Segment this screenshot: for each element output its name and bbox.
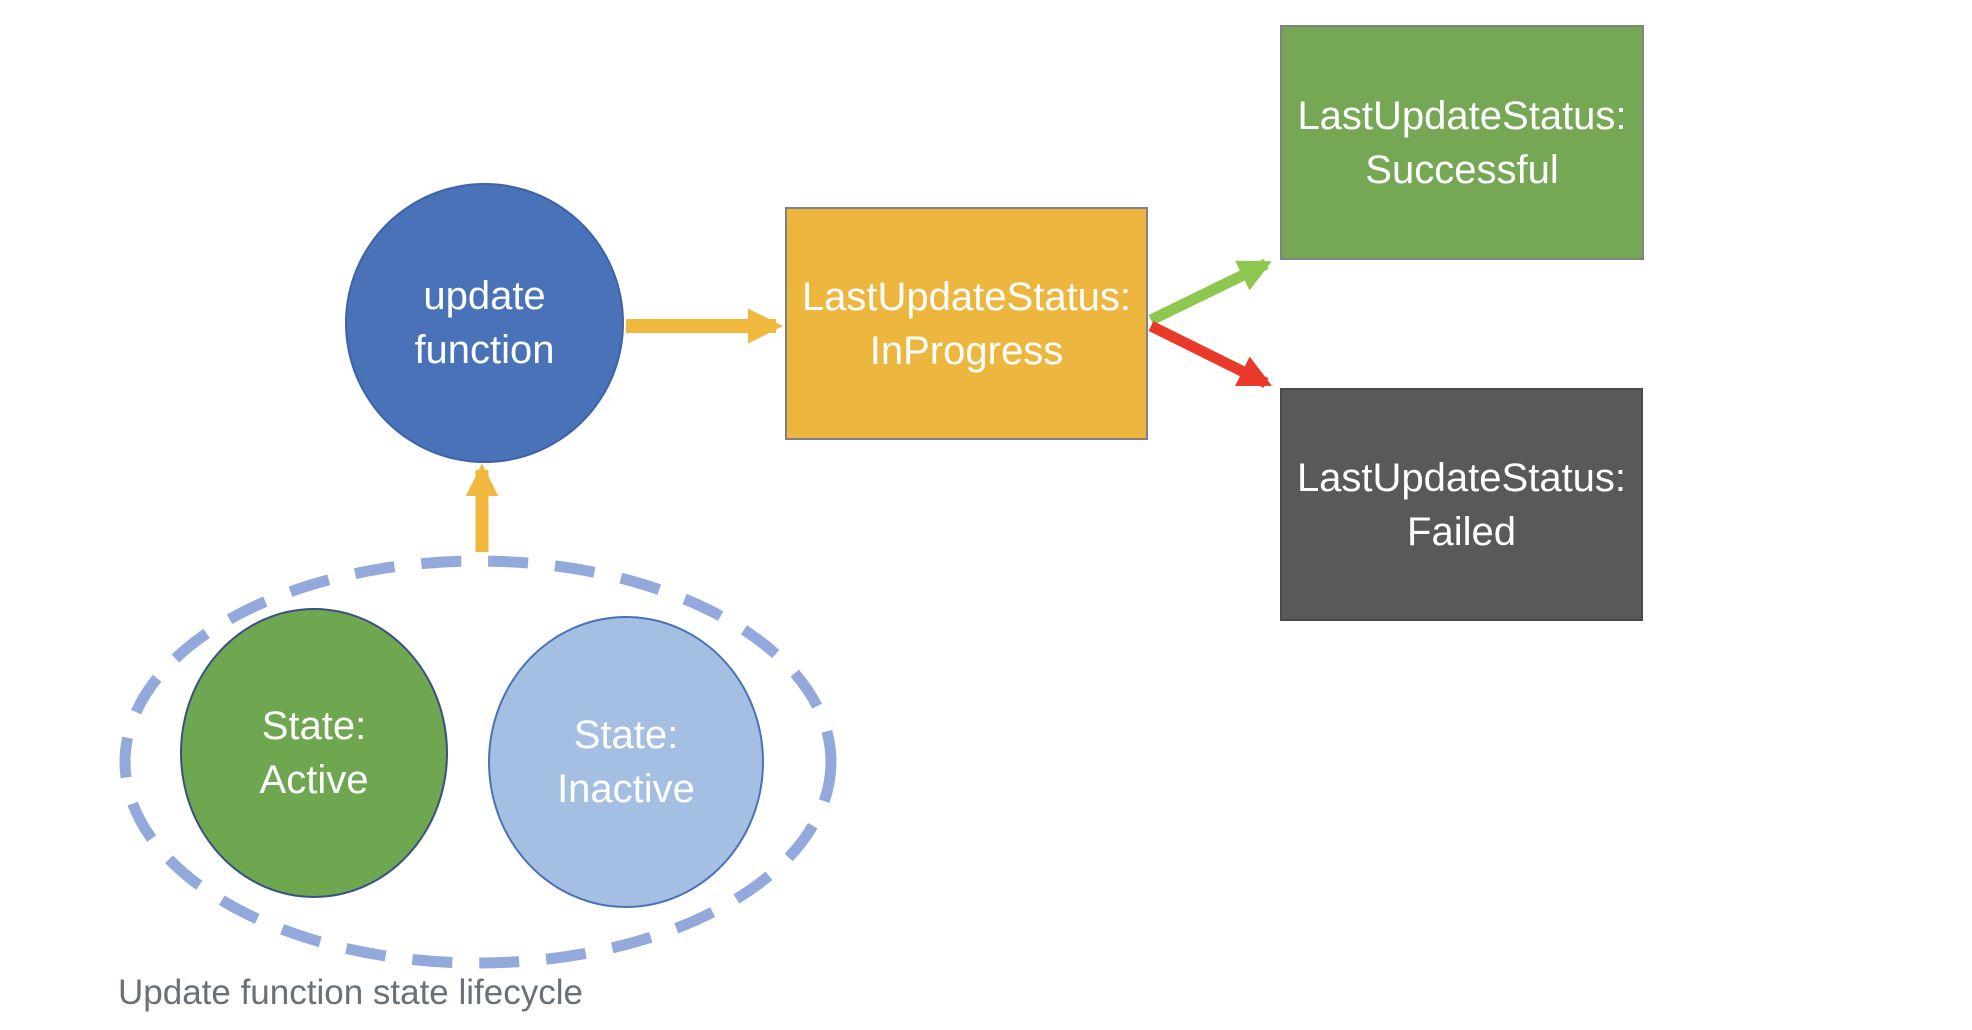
node-state-inactive-label-line2: Inactive bbox=[557, 767, 695, 811]
node-lastupdatestatus-inprogress: LastUpdateStatus: InProgress bbox=[785, 207, 1148, 440]
node-state-active: State: Active bbox=[180, 608, 448, 898]
node-lastupdatestatus-successful: LastUpdateStatus: Successful bbox=[1280, 25, 1644, 260]
node-failed-label-line2: Failed bbox=[1407, 509, 1516, 554]
node-successful-label-line2: Successful bbox=[1365, 147, 1559, 192]
node-update-function: update function bbox=[345, 183, 624, 463]
node-lastupdatestatus-failed: LastUpdateStatus: Failed bbox=[1280, 388, 1643, 621]
node-update-function-label-line1: update bbox=[423, 274, 546, 318]
arrow-inprogress-to-successful bbox=[1148, 259, 1272, 325]
node-inprogress-label-line1: LastUpdateStatus: bbox=[801, 274, 1132, 319]
node-state-inactive: State: Inactive bbox=[488, 616, 764, 908]
node-state-active-label-line2: Active bbox=[259, 758, 369, 802]
arrow-inprogress-to-failed bbox=[1148, 321, 1272, 388]
node-update-function-label-line2: function bbox=[414, 328, 555, 372]
node-state-active-label-line1: State: bbox=[261, 704, 367, 748]
diagram-caption: Update function state lifecycle bbox=[118, 973, 583, 1012]
node-successful-label-line1: LastUpdateStatus: bbox=[1297, 93, 1627, 138]
node-state-inactive-label-line1: State: bbox=[573, 713, 679, 757]
node-failed-label-line1: LastUpdateStatus: bbox=[1296, 455, 1627, 500]
node-inprogress-label-line2: InProgress bbox=[869, 328, 1064, 373]
